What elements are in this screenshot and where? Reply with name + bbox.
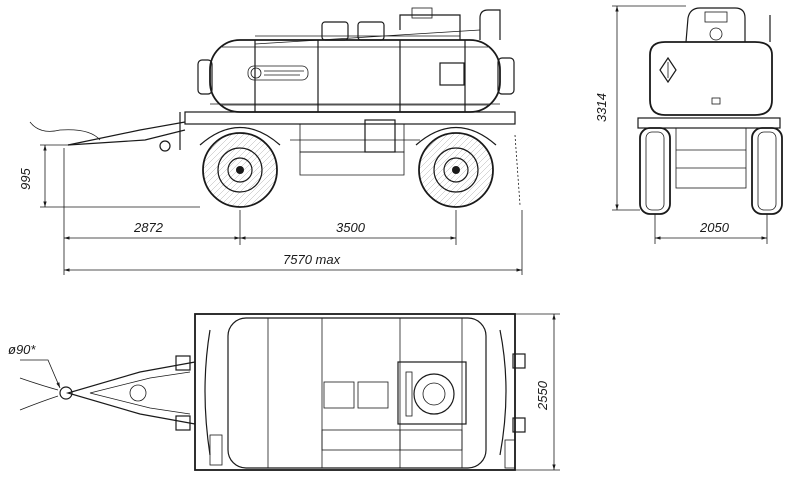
dim-overall-length: 7570 max — [283, 252, 341, 267]
dim-overall-width: 2550 — [535, 380, 550, 411]
top-view: ø90* 2550 — [8, 313, 560, 471]
tank — [197, 29, 515, 113]
dim-front-overhang: 2872 — [133, 220, 164, 235]
dim-eye-diameter: ø90* — [8, 342, 36, 357]
chassis — [184, 111, 516, 176]
rear-view: 3314 2050 — [594, 5, 783, 244]
dim-track-width: 2050 — [699, 220, 730, 235]
hatches — [321, 7, 501, 41]
drawbar — [29, 112, 186, 152]
side-view: 995 2872 3500 7570 max — [18, 7, 523, 275]
dim-wheelbase: 3500 — [336, 220, 366, 235]
dim-overall-height: 3314 — [594, 93, 609, 122]
dimensions-side: 995 2872 3500 7570 max — [18, 144, 523, 275]
rear-wheel — [415, 126, 497, 208]
dim-hitch-height: 995 — [18, 168, 33, 190]
front-wheel — [199, 126, 281, 208]
